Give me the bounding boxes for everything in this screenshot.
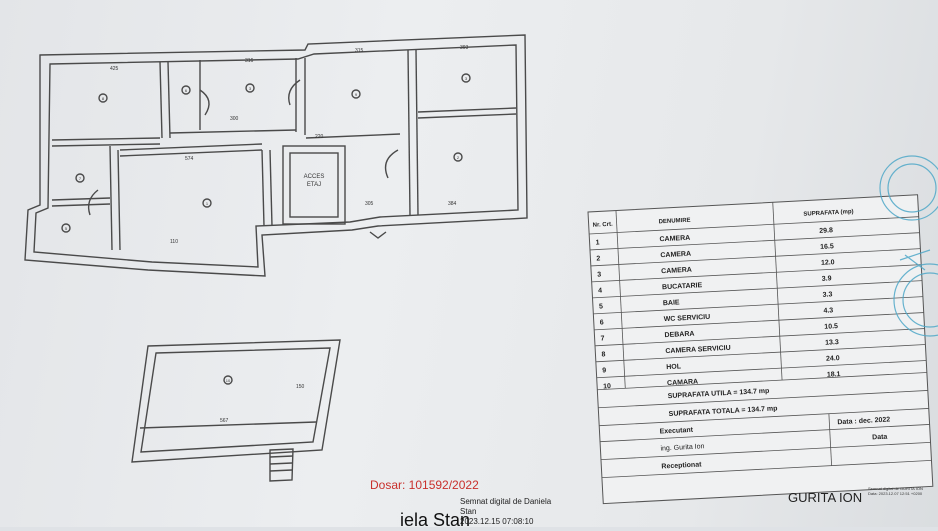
room-number: 7 [79,176,82,181]
table-cell-nr: 3 [597,271,601,278]
acces-etaj-label: ETAJ [307,182,321,188]
table-cell-denumire: CAMERA [661,267,692,276]
table-cell-denumire: CAMERA [659,235,690,244]
table-cell-nr: 9 [602,367,606,374]
table-cell-nr: 7 [600,335,604,342]
table-cell-suprafata: 3.3 [822,291,832,299]
signature-line: Data: 2023.12.07 12:51 +0200 [868,491,923,496]
table-cell-suprafata: 16.5 [820,243,834,251]
dim-label: 220 [315,134,324,140]
dim-label: 393 [460,45,469,51]
table-cell-suprafata: 4.3 [823,307,833,315]
table-cell-denumire: BAIE [663,299,680,307]
dim-label: 150 [296,384,305,390]
table-cell-denumire: CAMERA [660,251,691,260]
executant-name: ing. Gurita Ion [660,443,704,452]
table-cell-nr: 5 [599,303,603,310]
table-cell-nr: 10 [603,383,611,390]
dim-label: 305 [365,201,374,207]
table-cell-suprafata: 24.0 [826,355,840,363]
dim-label: 574 [185,156,194,162]
table-cell-denumire: CAMERA SERVICIU [665,345,731,355]
table-cell-suprafata: 13.3 [825,339,839,347]
digital-signature-text: Semnat digital de Daniela Stan 2023.12.1… [460,497,551,527]
signature-name: iela Stan [400,510,471,530]
table-cell-suprafata: 3.9 [822,275,832,283]
dim-label: 300 [230,116,239,122]
table-header-nr: Nr. Crt. [593,222,614,229]
table-cell-suprafata: 29.8 [819,227,833,235]
table-cell-denumire: DEBARA [664,331,694,340]
room-number: 1 [206,201,209,206]
room-number: 9 [355,92,358,97]
dim-label: 316 [245,58,254,64]
table-cell-denumire: HOL [666,363,682,371]
table-cell-suprafata: 12.0 [821,259,835,267]
receptionat-label: Receptionat [661,461,702,470]
data2-label: Data [872,434,888,442]
room-number: 6 [185,88,188,93]
table-cell-suprafata: 18.1 [827,371,841,379]
dim-label: 384 [448,201,457,207]
room-number: 2 [457,155,460,160]
table-cell-denumire: CAMARA [667,378,698,387]
table-cell-nr: 1 [595,239,599,246]
table-cell-nr: 6 [600,319,604,326]
table-cell-denumire: WC SERVICIU [664,314,711,323]
dim-label: 567 [220,418,229,424]
gurita-ion-name: GURITA ION [788,490,863,505]
table-header-denumire: DENUMIRE [658,218,690,226]
stamp-seal [879,155,938,337]
table-cell-nr: 8 [601,351,605,358]
room-number: 3 [249,86,252,91]
table-cell-nr: 4 [598,287,602,294]
dim-label: 315 [355,48,364,54]
signature-line: 2023.12.15 07:08:10 [460,517,534,526]
room-number: 10 [226,378,231,383]
table-cell-suprafata: 10.5 [824,323,838,331]
dim-label: 110 [170,239,178,245]
signature-line: Stan [460,507,477,516]
table-header-suprafata: SUPRAFATA (mp) [803,209,853,218]
room-number: 8 [102,96,105,101]
signature-line: Semnat digital de GURITA ION [868,486,923,491]
executant-label: Executant [659,427,693,436]
signature-line: Semnat digital de Daniela [460,497,552,506]
room-number: 5 [65,226,68,231]
table-cell-nr: 2 [596,255,600,262]
table-cell-denumire: BUCATARIE [662,282,703,291]
dosar-number: Dosar: 101592/2022 [370,478,479,492]
room-number: 3 [465,76,468,81]
acces-etaj-label: ACCES [304,174,325,180]
data-label: Data : dec. 2022 [837,416,890,426]
gurita-signature-text: Semnat digital de GURITA ION Data: 2023.… [868,486,923,496]
dim-label: 425 [110,66,119,72]
